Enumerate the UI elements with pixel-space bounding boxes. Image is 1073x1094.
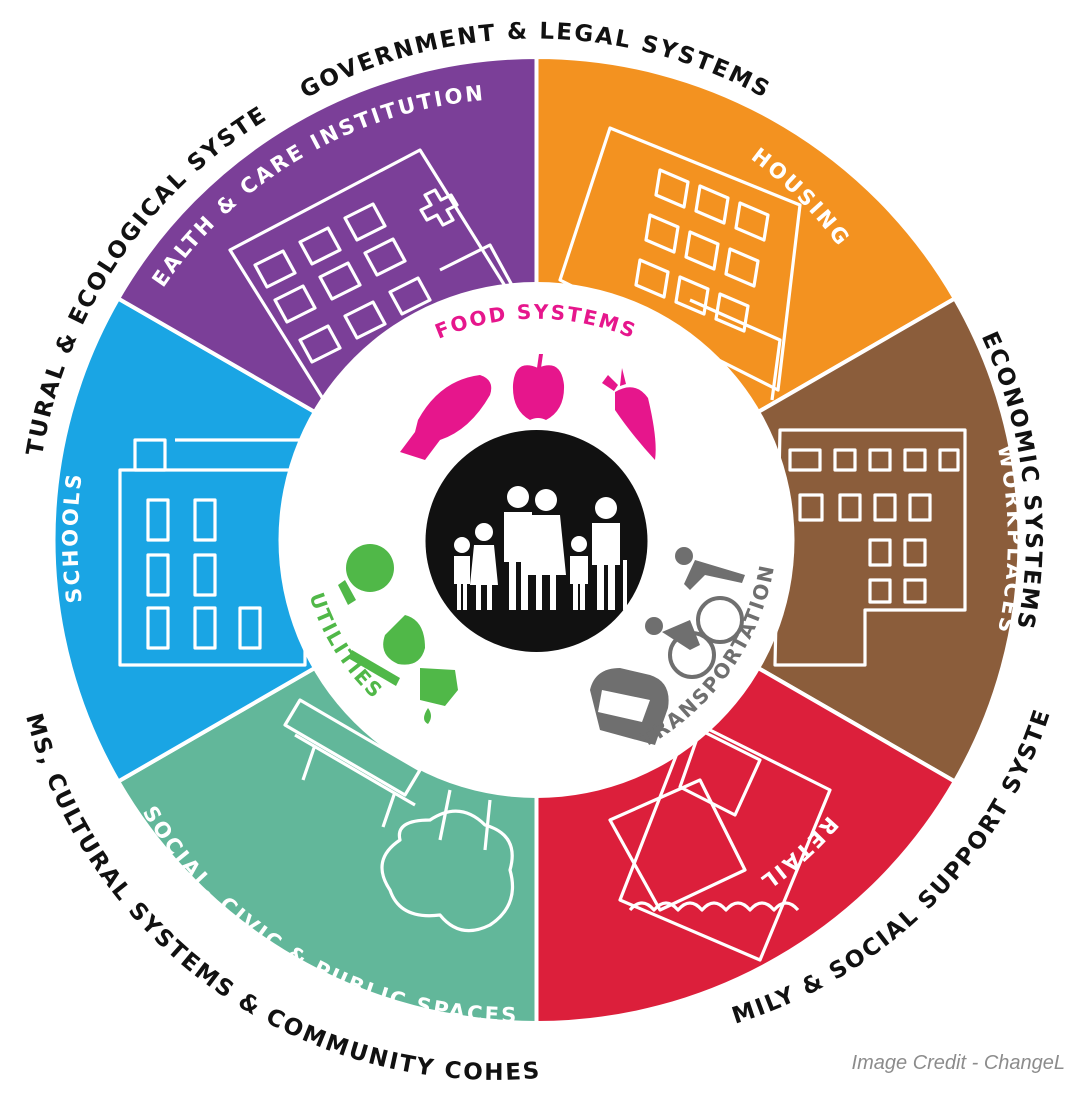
sector-label-schools: SCHOOLS [58,470,87,604]
housing-building-icon [558,126,802,401]
pedestrian-icon [675,547,745,590]
image-credit: Image Credit - ChangeL [851,1052,1065,1074]
lightbulb-icon [338,544,394,605]
carrot-icon [602,368,656,460]
fish-icon [400,375,492,460]
water-drop-icon [348,615,425,686]
cyclist-icon [645,596,744,679]
center-family-disc [425,430,648,652]
hospital-building-icon [228,148,522,412]
park-bench-tree-icon [283,698,515,933]
retail-storefront-icon [608,718,832,962]
family-icon [454,486,627,610]
apple-icon [512,354,565,420]
faucet-icon [420,668,458,724]
bus-icon [590,668,669,745]
school-building-icon [118,438,307,667]
workplace-building-icon [773,428,967,667]
